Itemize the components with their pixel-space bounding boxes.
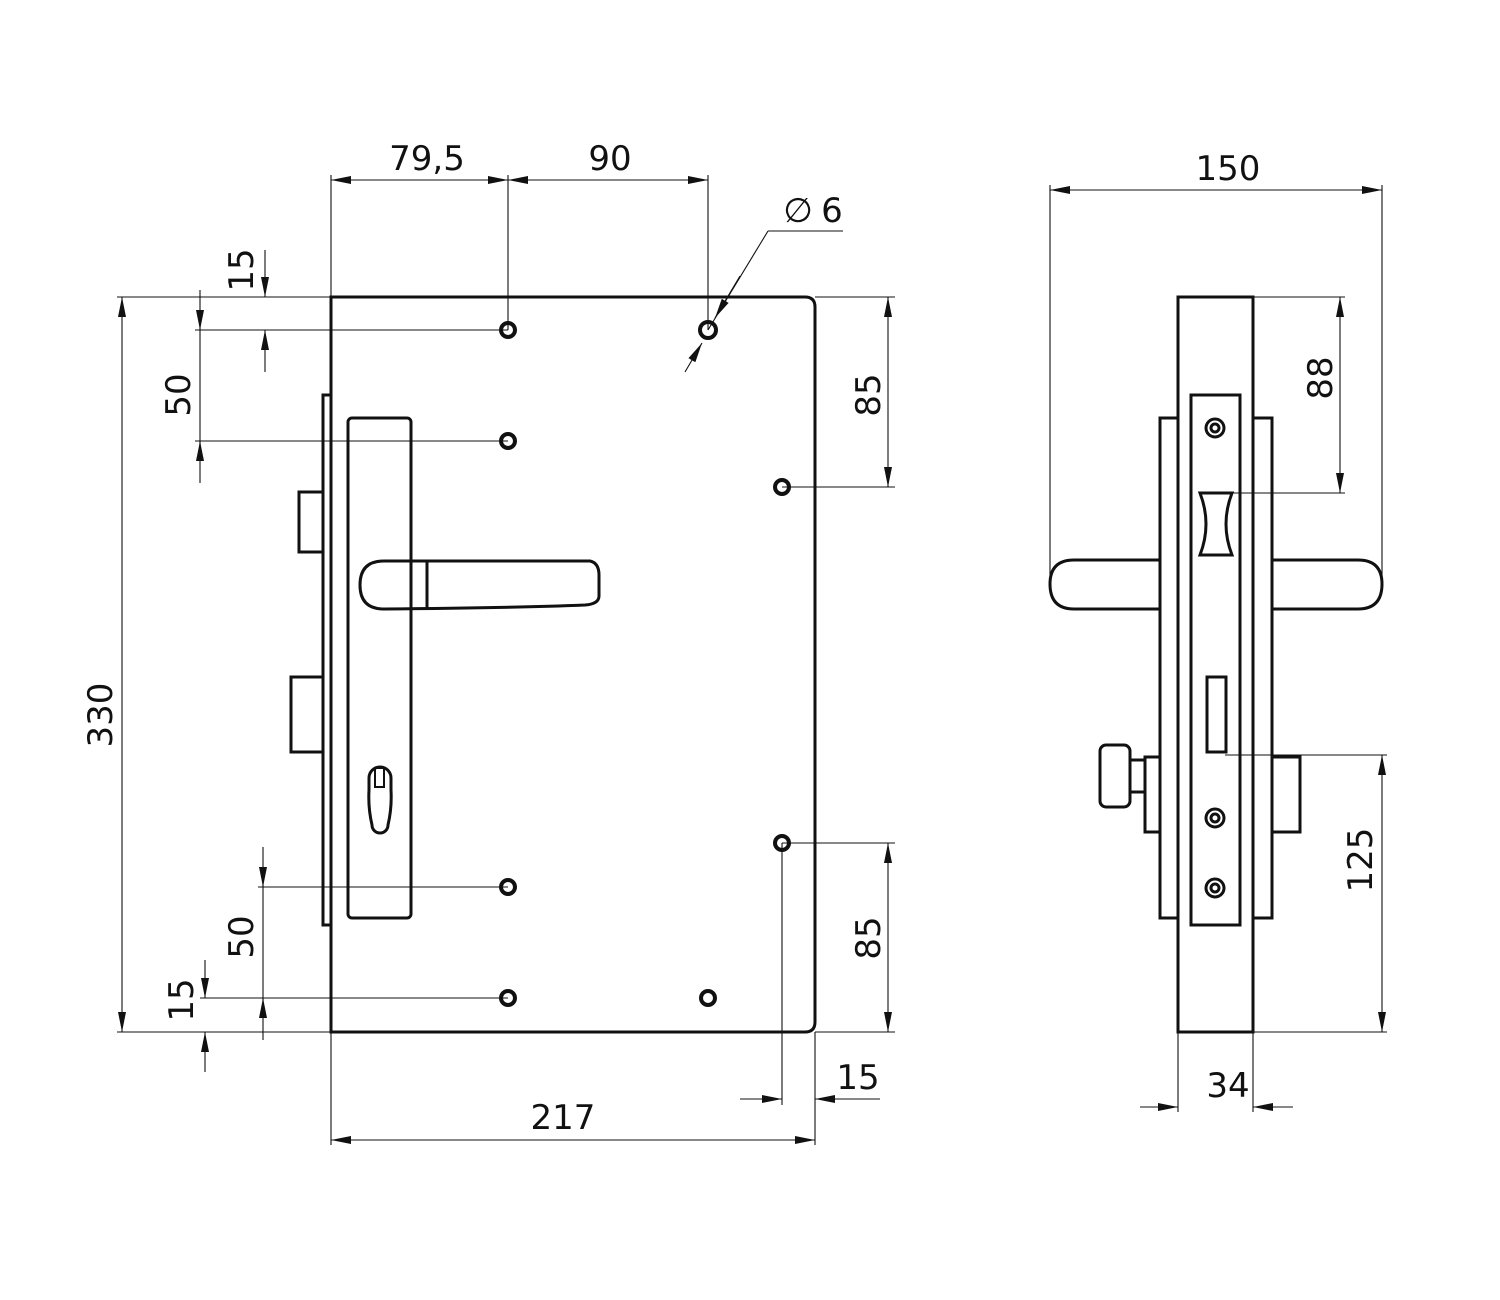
mounting-hole <box>699 989 717 1007</box>
latch-side <box>1197 491 1235 557</box>
dead-bolt <box>289 675 325 754</box>
dim-height: 330 <box>81 683 121 748</box>
handle-backplate <box>346 416 413 920</box>
screw <box>1204 807 1226 829</box>
dim-thickness: 34 <box>1206 1066 1249 1106</box>
thumb-turn-stem <box>1128 758 1147 794</box>
dim-handle-span: 150 <box>1196 149 1261 189</box>
side-faceplate <box>1189 393 1242 927</box>
bolt-slot <box>1205 675 1228 754</box>
dim-top-hole-spacing: 50 <box>159 373 199 416</box>
dim-right-bottom-hole: 85 <box>849 916 889 959</box>
dim-bottom-hole-spacing: 50 <box>222 915 262 958</box>
dim-hole-diameter: 6 <box>821 191 843 231</box>
faceplate-screws <box>1204 417 1226 899</box>
dim-hole-spacing-x: 90 <box>588 139 631 179</box>
side-dimension-lines <box>1050 186 1386 1111</box>
dim-hole-offset-x: 79,5 <box>389 139 465 179</box>
rosette-left <box>1143 755 1162 834</box>
dim-right-edge-to-hole: 15 <box>836 1058 879 1098</box>
screw <box>1204 877 1226 899</box>
lever-handle <box>358 559 601 611</box>
handle-right <box>1272 558 1384 611</box>
back-plate-right <box>1251 416 1274 920</box>
screw <box>1209 812 1221 824</box>
lock-body-plate <box>329 295 817 1034</box>
front-view: 79,5 90 ∅ 6 15 50 330 50 15 85 85 15 217 <box>81 139 895 1145</box>
screw <box>1209 422 1221 434</box>
dim-right-top-hole: 85 <box>849 373 889 416</box>
dim-top-edge-to-hole: 15 <box>222 248 262 291</box>
handle-left <box>1048 558 1160 611</box>
latch-bolt <box>297 490 325 554</box>
screw <box>1209 882 1221 894</box>
diameter-symbol: ∅ <box>783 191 813 231</box>
dim-width: 217 <box>531 1098 596 1138</box>
side-view: 150 88 125 34 <box>1048 149 1387 1112</box>
side-extension-lines <box>1049 185 1387 1112</box>
dim-top-to-latch: 88 <box>1301 356 1341 399</box>
cylinder-keyhole <box>367 765 393 835</box>
back-plate-left <box>1158 416 1180 920</box>
mounting-holes <box>499 320 791 1007</box>
key-slot <box>374 767 385 788</box>
faceplate-strip <box>321 393 333 927</box>
dimension-lines <box>118 176 892 1144</box>
rosette-right <box>1270 755 1302 834</box>
dim-bottom-to-knob: 125 <box>1341 828 1381 893</box>
thumb-turn-knob <box>1098 743 1132 809</box>
dim-bottom-edge-to-hole: 15 <box>162 978 202 1021</box>
screw <box>1204 417 1226 439</box>
lock-case-edge <box>1176 295 1255 1034</box>
